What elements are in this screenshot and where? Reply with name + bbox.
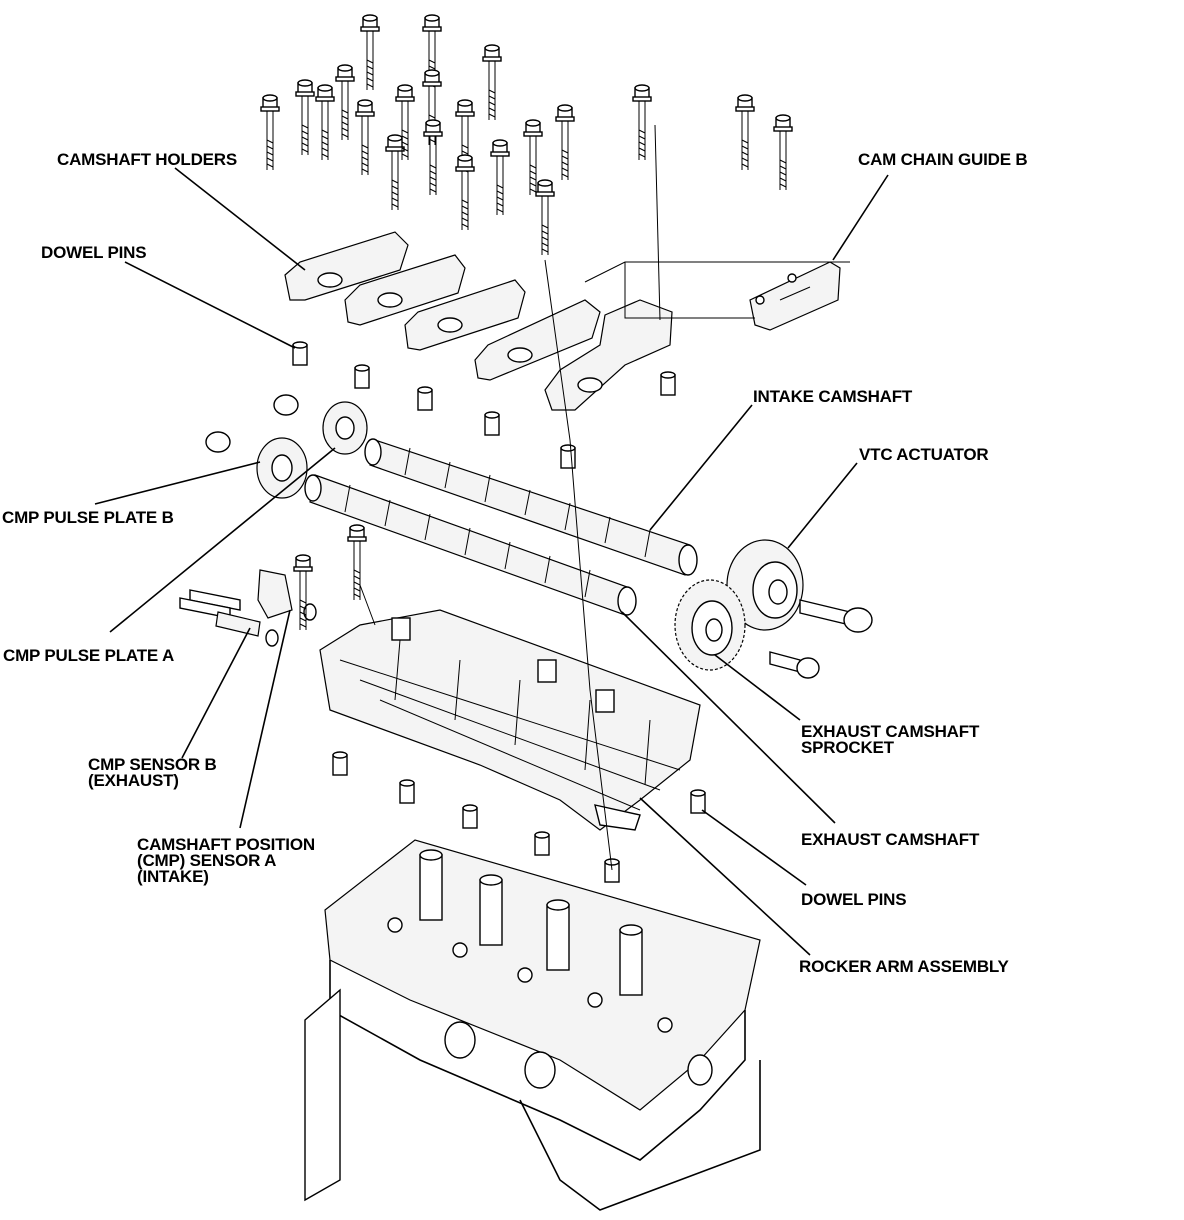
rocker-arm-assembly — [319, 609, 701, 831]
sprocket-bolts — [769, 599, 873, 679]
label-dowel-pins-bottom: DOWEL PINS — [801, 890, 906, 909]
label-cmp-sensor-b-line1: CMP SENSOR B — [88, 755, 217, 774]
label-cmp-pulse-plate-b: CMP PULSE PLATE B — [2, 508, 174, 527]
label-vtc-actuator: VTC ACTUATOR — [859, 445, 989, 464]
cylinder-head — [304, 839, 761, 1211]
exhaust-camshaft-sprocket — [674, 579, 746, 671]
alignment-lines — [359, 124, 661, 871]
vtc-actuator — [726, 539, 804, 631]
label-cmp-pulse-plate-a: CMP PULSE PLATE A — [3, 646, 174, 665]
camshaft-holder-bolts — [260, 14, 793, 256]
label-exhaust-camshaft: EXHAUST CAMSHAFT — [801, 830, 980, 849]
cmp-sensors — [179, 524, 367, 647]
label-intake-camshaft: INTAKE CAMSHAFT — [753, 387, 913, 406]
label-exhaust-camshaft-sprocket-line1: EXHAUST CAMSHAFT — [801, 722, 980, 741]
label-cmp-sensor-a-line2: (CMP) SENSOR A — [137, 851, 276, 870]
exhaust-camshaft — [304, 474, 637, 616]
cmp-pulse-plates — [205, 394, 368, 499]
leader-lines — [94, 167, 889, 956]
intake-camshaft — [364, 438, 698, 576]
label-cmp-sensor-b-line2: (EXHAUST) — [88, 771, 179, 790]
label-cmp-sensor-a-line3: (INTAKE) — [137, 867, 209, 886]
label-camshaft-holders: CAMSHAFT HOLDERS — [57, 150, 237, 169]
label-dowel-pins-top: DOWEL PINS — [41, 243, 146, 262]
label-rocker-arm-assembly: ROCKER ARM ASSEMBLY — [799, 957, 1010, 976]
cam-chain-guide-b — [749, 261, 841, 331]
camshaft-holders — [284, 231, 673, 411]
label-cam-chain-guide-b: CAM CHAIN GUIDE B — [858, 150, 1027, 169]
label-cmp-sensor-a-line1: CAMSHAFT POSITION — [137, 835, 315, 854]
label-exhaust-camshaft-sprocket-line2: SPROCKET — [801, 738, 895, 757]
